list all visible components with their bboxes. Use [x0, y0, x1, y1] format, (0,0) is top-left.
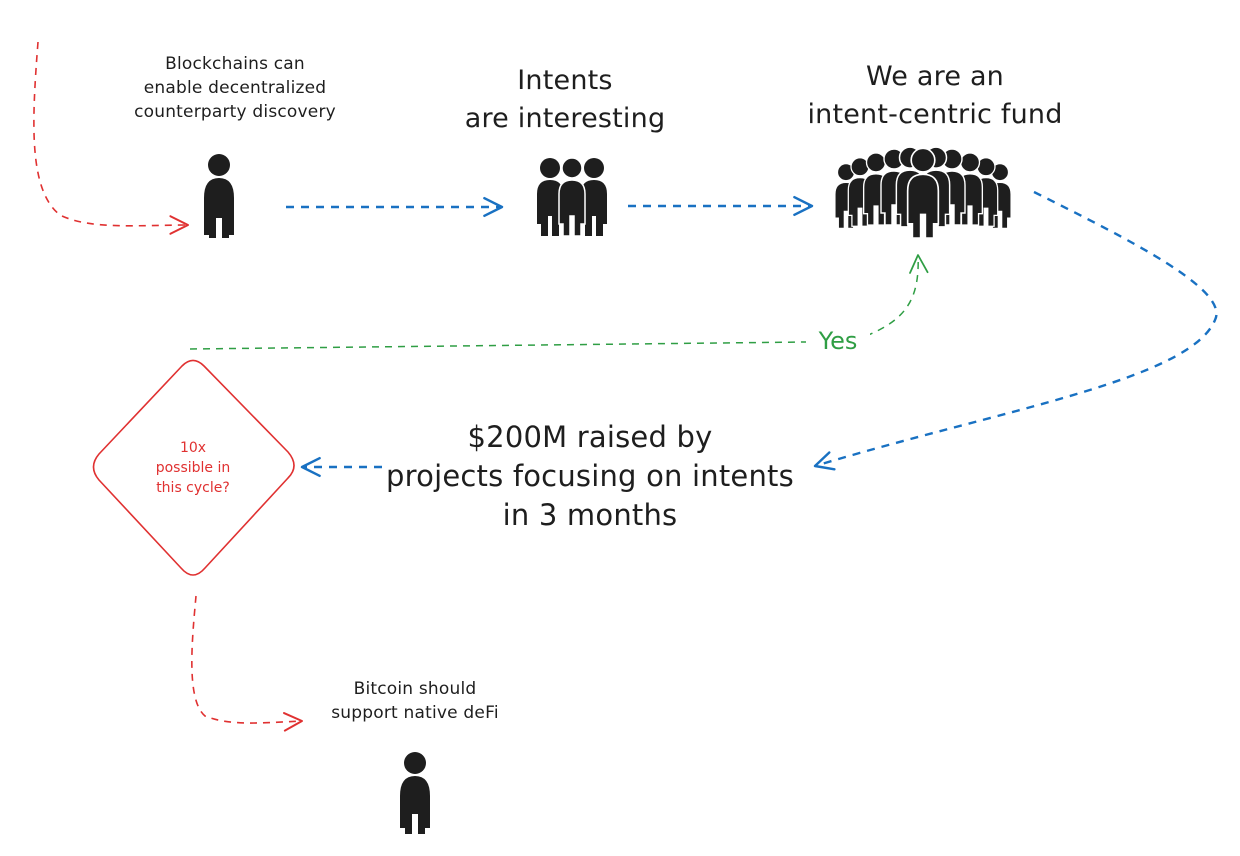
small-group-icon — [537, 157, 607, 237]
node-raised-label: $200M raised by projects focusing on int… — [386, 420, 794, 532]
single-person-icon — [204, 154, 234, 238]
node-bitcoin-label: Bitcoin should support native deFi — [331, 679, 499, 723]
decision-diamond — [92, 359, 295, 576]
crowd-icon — [834, 146, 1012, 239]
node-blockchains-label: Blockchains can enable decentralized cou… — [134, 54, 336, 122]
edge-decision-to-bitcoin — [191, 595, 303, 732]
edge-yes-label: Yes — [806, 324, 870, 358]
decision-label: 10x possible in this cycle? — [155, 440, 231, 496]
edge-fund-to-raised — [813, 190, 1218, 471]
single-person-icon — [400, 752, 430, 834]
edge-entry-to-blockchains — [33, 41, 189, 235]
node-intents-label: Intents are interesting — [464, 65, 666, 134]
edge-decision-yes-to-fund — [189, 255, 918, 350]
node-fund-label: We are an intent-centric fund — [807, 61, 1063, 130]
